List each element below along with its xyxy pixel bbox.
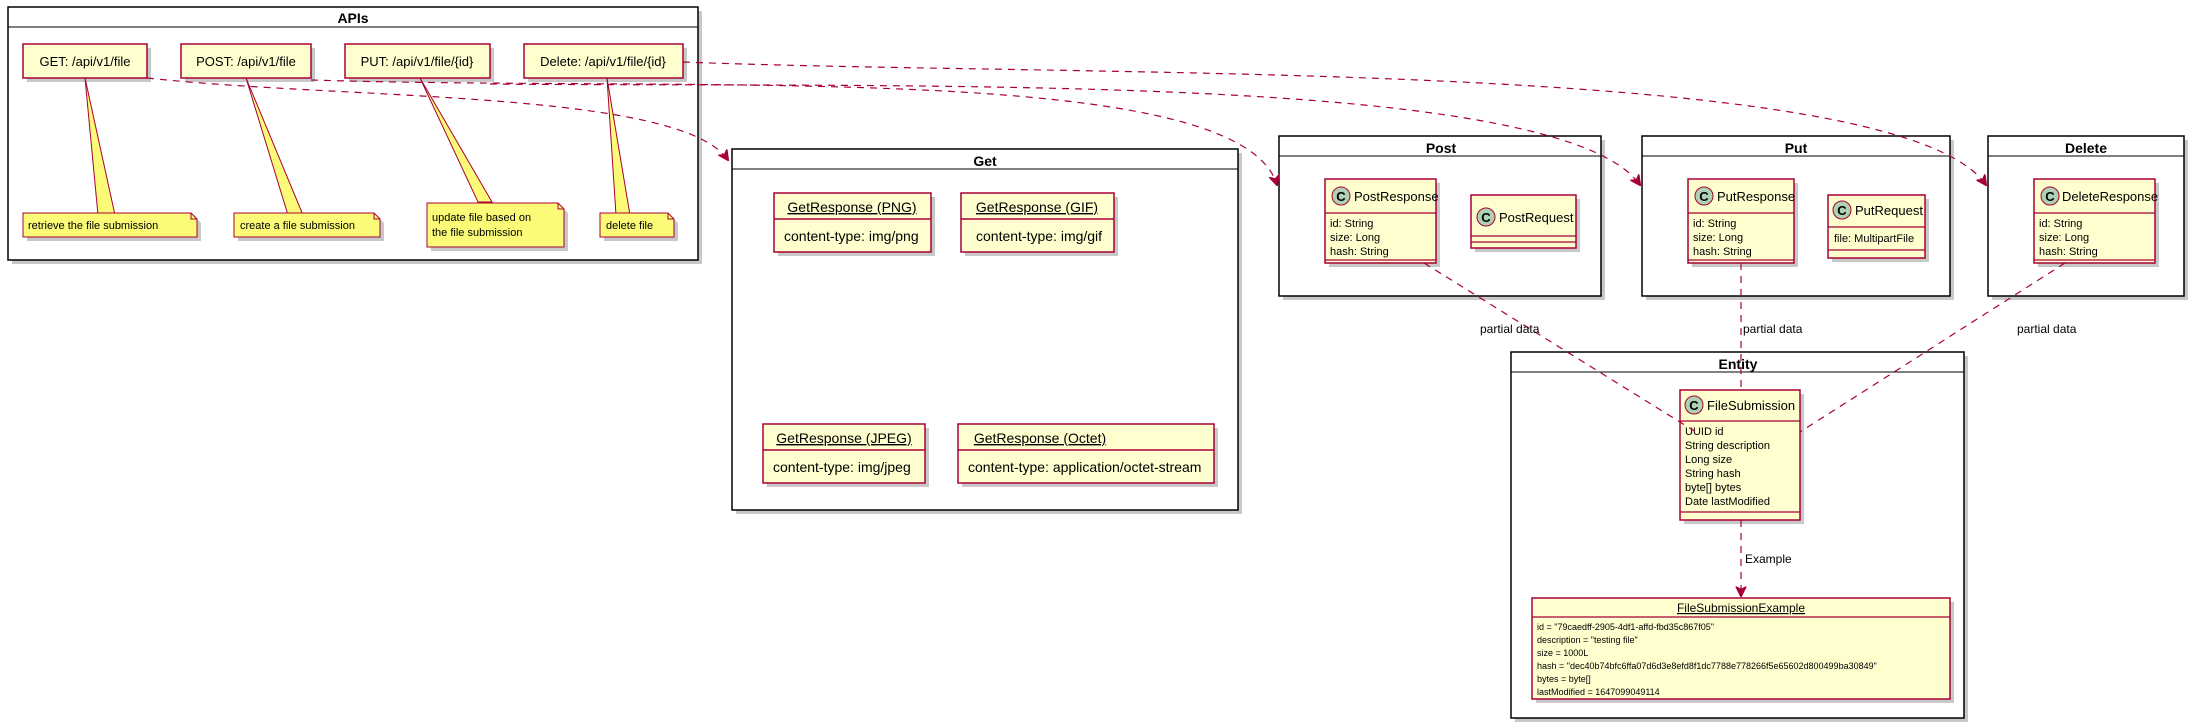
package-title-entity: Entity bbox=[1719, 356, 1758, 372]
api-get-label: GET: /api/v1/file bbox=[39, 54, 130, 69]
example-field: id = "79caedff-2905-4df1-affd-fbd35c867f… bbox=[1537, 622, 1714, 632]
example-field: bytes = byte[] bbox=[1537, 674, 1591, 684]
arrow-put-to-put-response bbox=[489, 83, 1640, 185]
post-response-field: size: Long bbox=[1330, 232, 1380, 244]
api-get-box[interactable]: GET: /api/v1/file bbox=[22, 43, 151, 82]
delete-response-field: hash: String bbox=[2039, 246, 2098, 258]
file-submission-field: String description bbox=[1685, 440, 1770, 452]
put-request-name: PutRequest bbox=[1855, 203, 1923, 218]
relation-label-example: Example bbox=[1745, 552, 1792, 566]
note-get: retrieve the file submission bbox=[22, 212, 201, 241]
file-submission-field: UUID id bbox=[1685, 426, 1724, 438]
assoc-delete-response-file-submission bbox=[1799, 262, 2066, 433]
class-icon bbox=[1684, 395, 1704, 415]
class-icon bbox=[1331, 186, 1351, 206]
post-response-field: hash: String bbox=[1330, 246, 1389, 258]
assoc-post-response-file-submission bbox=[1423, 262, 1697, 433]
class-icon-letter: C bbox=[1336, 189, 1346, 204]
get-response-png-field: content-type: img/png bbox=[784, 228, 919, 244]
api-post-box[interactable]: POST: /api/v1/file bbox=[180, 43, 315, 82]
note-post: create a file submission bbox=[233, 212, 384, 241]
class-put-request[interactable]: C PutRequest file: MultipartFile bbox=[1827, 194, 1929, 262]
get-response-octet[interactable]: GetResponse (Octet) content-type: applic… bbox=[957, 423, 1218, 487]
package-title-put: Put bbox=[1785, 140, 1808, 156]
class-icon bbox=[1832, 200, 1852, 220]
class-post-request[interactable]: C PostRequest bbox=[1470, 194, 1580, 252]
file-submission-field: byte[] bytes bbox=[1685, 482, 1742, 494]
get-response-gif-field: content-type: img/gif bbox=[976, 228, 1102, 244]
note-delete-text: delete file bbox=[606, 220, 653, 232]
relation-label-partial-data: partial data bbox=[1480, 322, 1540, 336]
put-response-field: id: String bbox=[1693, 218, 1736, 230]
get-response-octet-title: GetResponse (Octet) bbox=[974, 430, 1106, 446]
api-delete-box[interactable]: Delete: /api/v1/file/{id} bbox=[523, 43, 687, 82]
class-icon bbox=[2040, 186, 2060, 206]
class-icon-letter: C bbox=[1689, 398, 1699, 413]
get-response-png[interactable]: GetResponse (PNG) content-type: img/png bbox=[773, 192, 935, 256]
note-put-text-1: update file based on bbox=[432, 212, 531, 224]
put-response-name: PutResponse bbox=[1717, 189, 1795, 204]
class-put-response[interactable]: C PutResponse id: String size: Long hash… bbox=[1687, 178, 1798, 267]
note-connector-put bbox=[419, 77, 493, 203]
put-response-field: size: Long bbox=[1693, 232, 1743, 244]
class-post-response[interactable]: C PostResponse id: String size: Long has… bbox=[1324, 178, 1440, 267]
post-response-name: PostResponse bbox=[1354, 189, 1439, 204]
get-response-jpeg[interactable]: GetResponse (JPEG) content-type: img/jpe… bbox=[762, 423, 929, 487]
example-field: size = 1000L bbox=[1537, 648, 1588, 658]
get-response-gif[interactable]: GetResponse (GIF) content-type: img/gif bbox=[960, 192, 1118, 256]
file-submission-field: String hash bbox=[1685, 468, 1741, 480]
example-title: FileSubmissionExample bbox=[1677, 601, 1805, 615]
post-request-name: PostRequest bbox=[1499, 210, 1574, 225]
get-response-jpeg-title: GetResponse (JPEG) bbox=[776, 430, 911, 446]
get-response-gif-title: GetResponse (GIF) bbox=[976, 199, 1098, 215]
relation-label-partial-data: partial data bbox=[2017, 322, 2077, 336]
file-submission-field: Date lastModified bbox=[1685, 496, 1770, 508]
put-request-field: file: MultipartFile bbox=[1834, 233, 1914, 245]
arrow-get-to-get-package bbox=[146, 77, 728, 160]
arrow-post-to-post-response bbox=[310, 79, 1277, 185]
get-response-png-title: GetResponse (PNG) bbox=[787, 199, 916, 215]
class-delete-response[interactable]: C DeleteResponse id: String size: Long h… bbox=[2033, 178, 2159, 267]
class-icon-letter: C bbox=[2045, 189, 2055, 204]
arrow-delete-to-delete-response bbox=[682, 61, 1986, 185]
class-icon-letter: C bbox=[1837, 203, 1847, 218]
class-file-submission[interactable]: C FileSubmission UUID id String descript… bbox=[1679, 389, 1804, 524]
example-field: description = "testing file" bbox=[1537, 635, 1638, 645]
api-put-label: PUT: /api/v1/file/{id} bbox=[361, 54, 474, 69]
object-file-submission-example[interactable]: FileSubmissionExample id = "79caedff-290… bbox=[1531, 597, 1954, 703]
get-response-jpeg-field: content-type: img/jpeg bbox=[773, 459, 911, 475]
class-icon bbox=[1476, 207, 1496, 227]
note-post-text: create a file submission bbox=[240, 220, 355, 232]
package-title-post: Post bbox=[1426, 140, 1457, 156]
note-put-text-2: the file submission bbox=[432, 227, 523, 239]
example-field: hash = "dec40b74bfc6ffa07d6d3e8efd8f1dc7… bbox=[1537, 661, 1877, 671]
api-post-label: POST: /api/v1/file bbox=[196, 54, 296, 69]
package-title-delete: Delete bbox=[2065, 140, 2107, 156]
note-get-text: retrieve the file submission bbox=[28, 220, 158, 232]
package-title-apis: APIs bbox=[337, 10, 368, 26]
class-icon-letter: C bbox=[1699, 189, 1709, 204]
delete-response-field: id: String bbox=[2039, 218, 2082, 230]
post-response-field: id: String bbox=[1330, 218, 1373, 230]
class-icon-letter: C bbox=[1481, 210, 1491, 225]
class-icon bbox=[1694, 186, 1714, 206]
file-submission-name: FileSubmission bbox=[1707, 398, 1795, 413]
delete-response-field: size: Long bbox=[2039, 232, 2089, 244]
package-title-get: Get bbox=[973, 153, 997, 169]
relation-label-partial-data: partial data bbox=[1743, 322, 1803, 336]
note-put: update file based on the file submission bbox=[426, 202, 568, 251]
example-field: lastModified = 1647099049114 bbox=[1537, 687, 1660, 697]
note-delete: delete file bbox=[599, 212, 678, 241]
api-delete-label: Delete: /api/v1/file/{id} bbox=[540, 54, 666, 69]
file-submission-field: Long size bbox=[1685, 454, 1732, 466]
put-response-field: hash: String bbox=[1693, 246, 1752, 258]
delete-response-name: DeleteResponse bbox=[2062, 189, 2158, 204]
get-response-octet-field: content-type: application/octet-stream bbox=[968, 459, 1201, 475]
api-put-box[interactable]: PUT: /api/v1/file/{id} bbox=[344, 43, 494, 82]
